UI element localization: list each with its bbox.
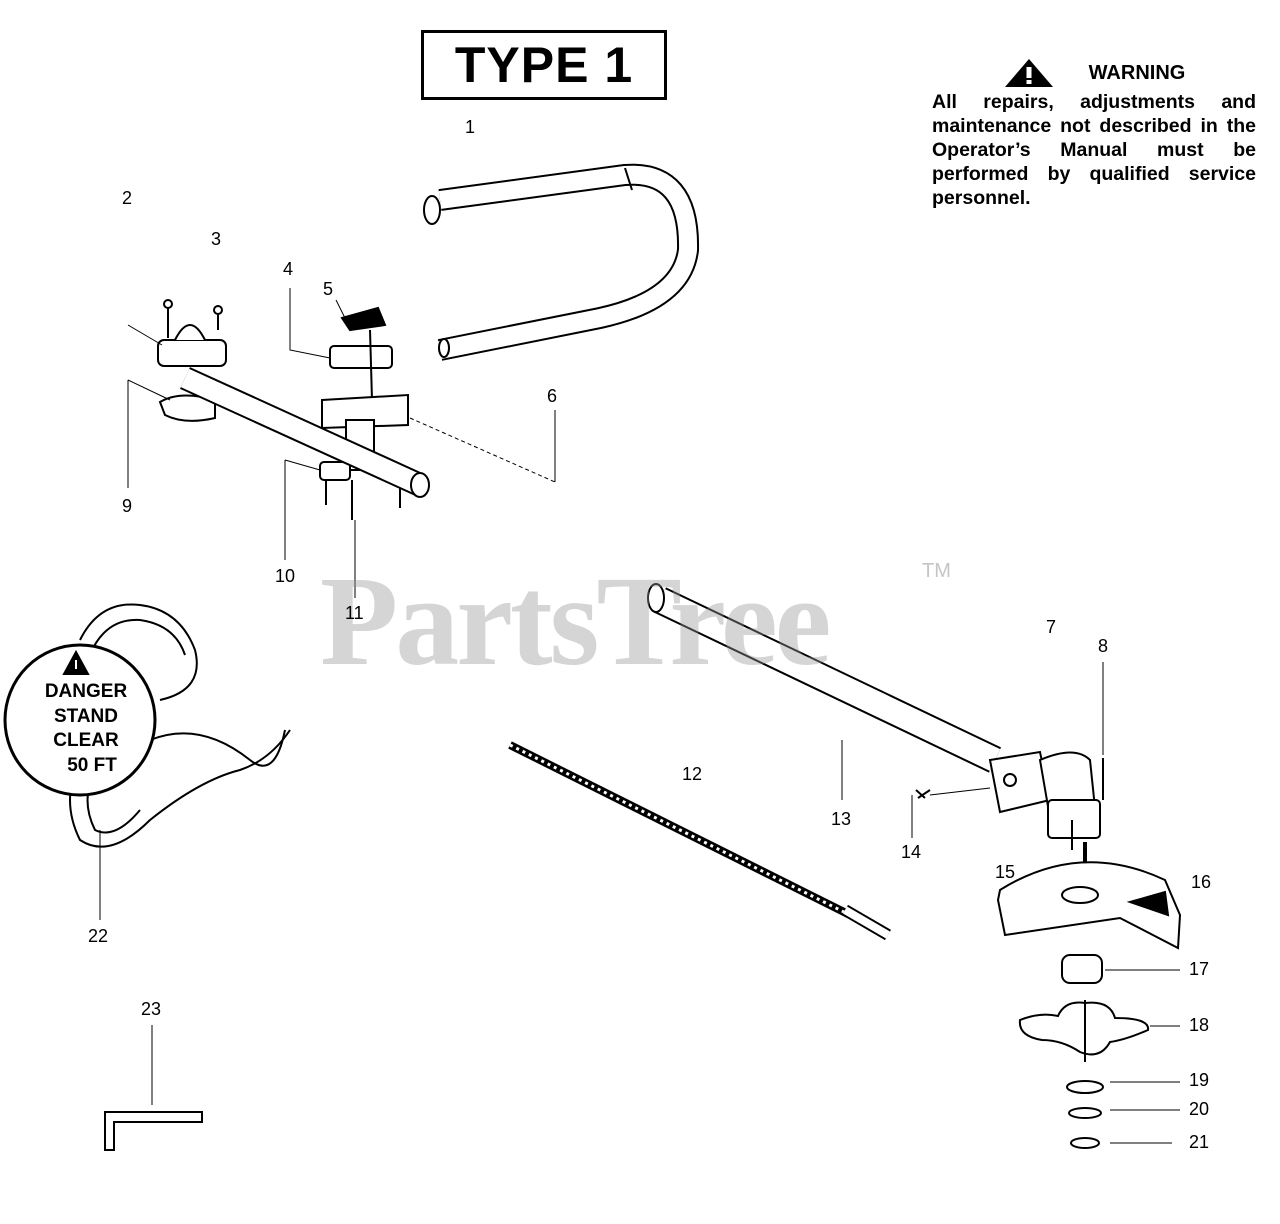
callout-2: 2 xyxy=(122,188,133,208)
callout-7: 7 xyxy=(1046,617,1057,637)
harness-danger-label: DANGER STAND CLEAR 50 FT xyxy=(20,680,152,778)
part-lower-shaft xyxy=(647,583,1002,773)
callout-20: 20 xyxy=(1189,1099,1210,1119)
danger-line-1: DANGER xyxy=(44,681,128,702)
warning-icon xyxy=(1004,59,1053,87)
callout-23: 23 xyxy=(141,999,162,1019)
callout-3: 3 xyxy=(211,229,222,249)
callout-21: 21 xyxy=(1189,1132,1210,1152)
type-title: TYPE 1 xyxy=(421,30,667,100)
callout-14: 14 xyxy=(901,842,922,862)
callout-5: 5 xyxy=(323,279,334,299)
part-handle xyxy=(423,163,700,361)
part-blade-hardware xyxy=(1018,954,1150,1149)
part-gear-head xyxy=(915,750,1104,862)
part-guard xyxy=(996,861,1182,950)
callout-8: 8 xyxy=(1098,636,1109,656)
leader-lines-upper xyxy=(127,288,556,598)
callout-18: 18 xyxy=(1189,1015,1210,1035)
callout-11: 11 xyxy=(345,603,364,623)
callout-13: 13 xyxy=(831,809,852,829)
callout-17: 17 xyxy=(1189,959,1210,979)
callout-16: 16 xyxy=(1191,872,1212,892)
warning-text: All repairs, adjustments and maintenance… xyxy=(932,91,1256,209)
part-harness xyxy=(3,603,291,848)
danger-line-3: CLEAR xyxy=(53,730,119,751)
callout-6: 6 xyxy=(547,386,558,406)
callout-12: 12 xyxy=(682,764,703,784)
part-upper-tube xyxy=(180,367,430,498)
leader-lines-hardware xyxy=(1105,969,1180,1144)
callout-4: 4 xyxy=(283,259,294,279)
warning-notice: WARNING All repairs, adjustments and mai… xyxy=(932,58,1256,210)
part-wrench xyxy=(104,1111,203,1151)
callout-9: 9 xyxy=(122,496,133,516)
watermark-tm: TM xyxy=(922,560,951,582)
callout-19: 19 xyxy=(1189,1070,1210,1090)
part-handle-clamp xyxy=(157,299,409,520)
warning-header: WARNING xyxy=(932,58,1256,88)
leader-lines-head xyxy=(911,662,1104,838)
danger-line-4: 50 FT xyxy=(67,754,117,776)
callout-1: 1 xyxy=(465,117,476,137)
danger-line-2: STAND xyxy=(53,705,119,727)
callout-10: 10 xyxy=(275,566,296,586)
warning-title: WARNING xyxy=(1088,62,1186,84)
part-drive-cable xyxy=(508,741,892,941)
watermark: PartsTree xyxy=(320,550,831,692)
callout-15: 15 xyxy=(995,862,1016,882)
callout-22: 22 xyxy=(88,926,109,946)
